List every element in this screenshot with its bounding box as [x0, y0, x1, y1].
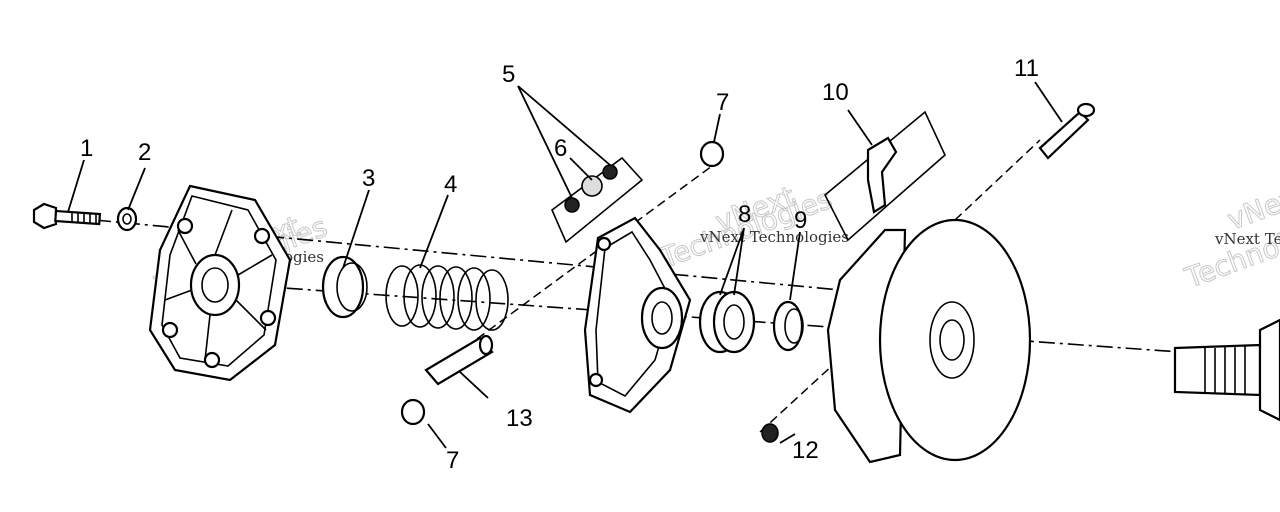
watermark-small-3: vNext Technologies — [1214, 230, 1280, 248]
callout-11: 11 — [1014, 55, 1039, 82]
weight-kit-part — [551, 156, 644, 244]
callout-3: 3 — [362, 165, 375, 192]
callout-9: 9 — [794, 207, 807, 234]
watermark-vnext-3: vNext — [1223, 178, 1280, 237]
cam-arm-part — [823, 110, 946, 242]
leader-lines — [67, 81, 1063, 449]
long-bolt-part — [1038, 102, 1096, 160]
callout-6: 6 — [554, 135, 567, 162]
callout-7-lower: 7 — [446, 447, 459, 474]
bushing-pair-part — [698, 290, 756, 354]
cover-plate-part — [148, 184, 292, 382]
sheave-part — [826, 218, 1032, 464]
spring-part — [385, 264, 509, 331]
roller-part-upper — [699, 140, 725, 168]
callout-4: 4 — [444, 171, 457, 198]
watermarks: vNext Technologies vNext Technologies vN… — [150, 177, 1280, 303]
watermark-small-2: vNext Technologies — [699, 228, 849, 246]
callout-labels: 1 2 3 4 5 6 7 8 9 10 11 12 13 7 — [80, 55, 1039, 474]
pin-part — [424, 334, 494, 386]
callout-10: 10 — [822, 79, 849, 106]
callout-5: 5 — [502, 61, 515, 88]
shaft-part — [1173, 318, 1280, 422]
callout-1: 1 — [80, 135, 93, 162]
callout-7-upper: 7 — [716, 89, 729, 116]
small-nut-part — [761, 423, 779, 443]
nut-part — [116, 206, 138, 232]
callout-13: 13 — [506, 405, 533, 432]
callout-2: 2 — [138, 139, 151, 166]
callout-8: 8 — [738, 201, 751, 228]
bolt-part — [32, 202, 102, 230]
roller-part-lower — [400, 398, 426, 426]
ring-part — [321, 255, 368, 319]
spider-part — [583, 216, 692, 414]
callout-12: 12 — [792, 437, 819, 464]
bushing-part — [772, 300, 804, 352]
